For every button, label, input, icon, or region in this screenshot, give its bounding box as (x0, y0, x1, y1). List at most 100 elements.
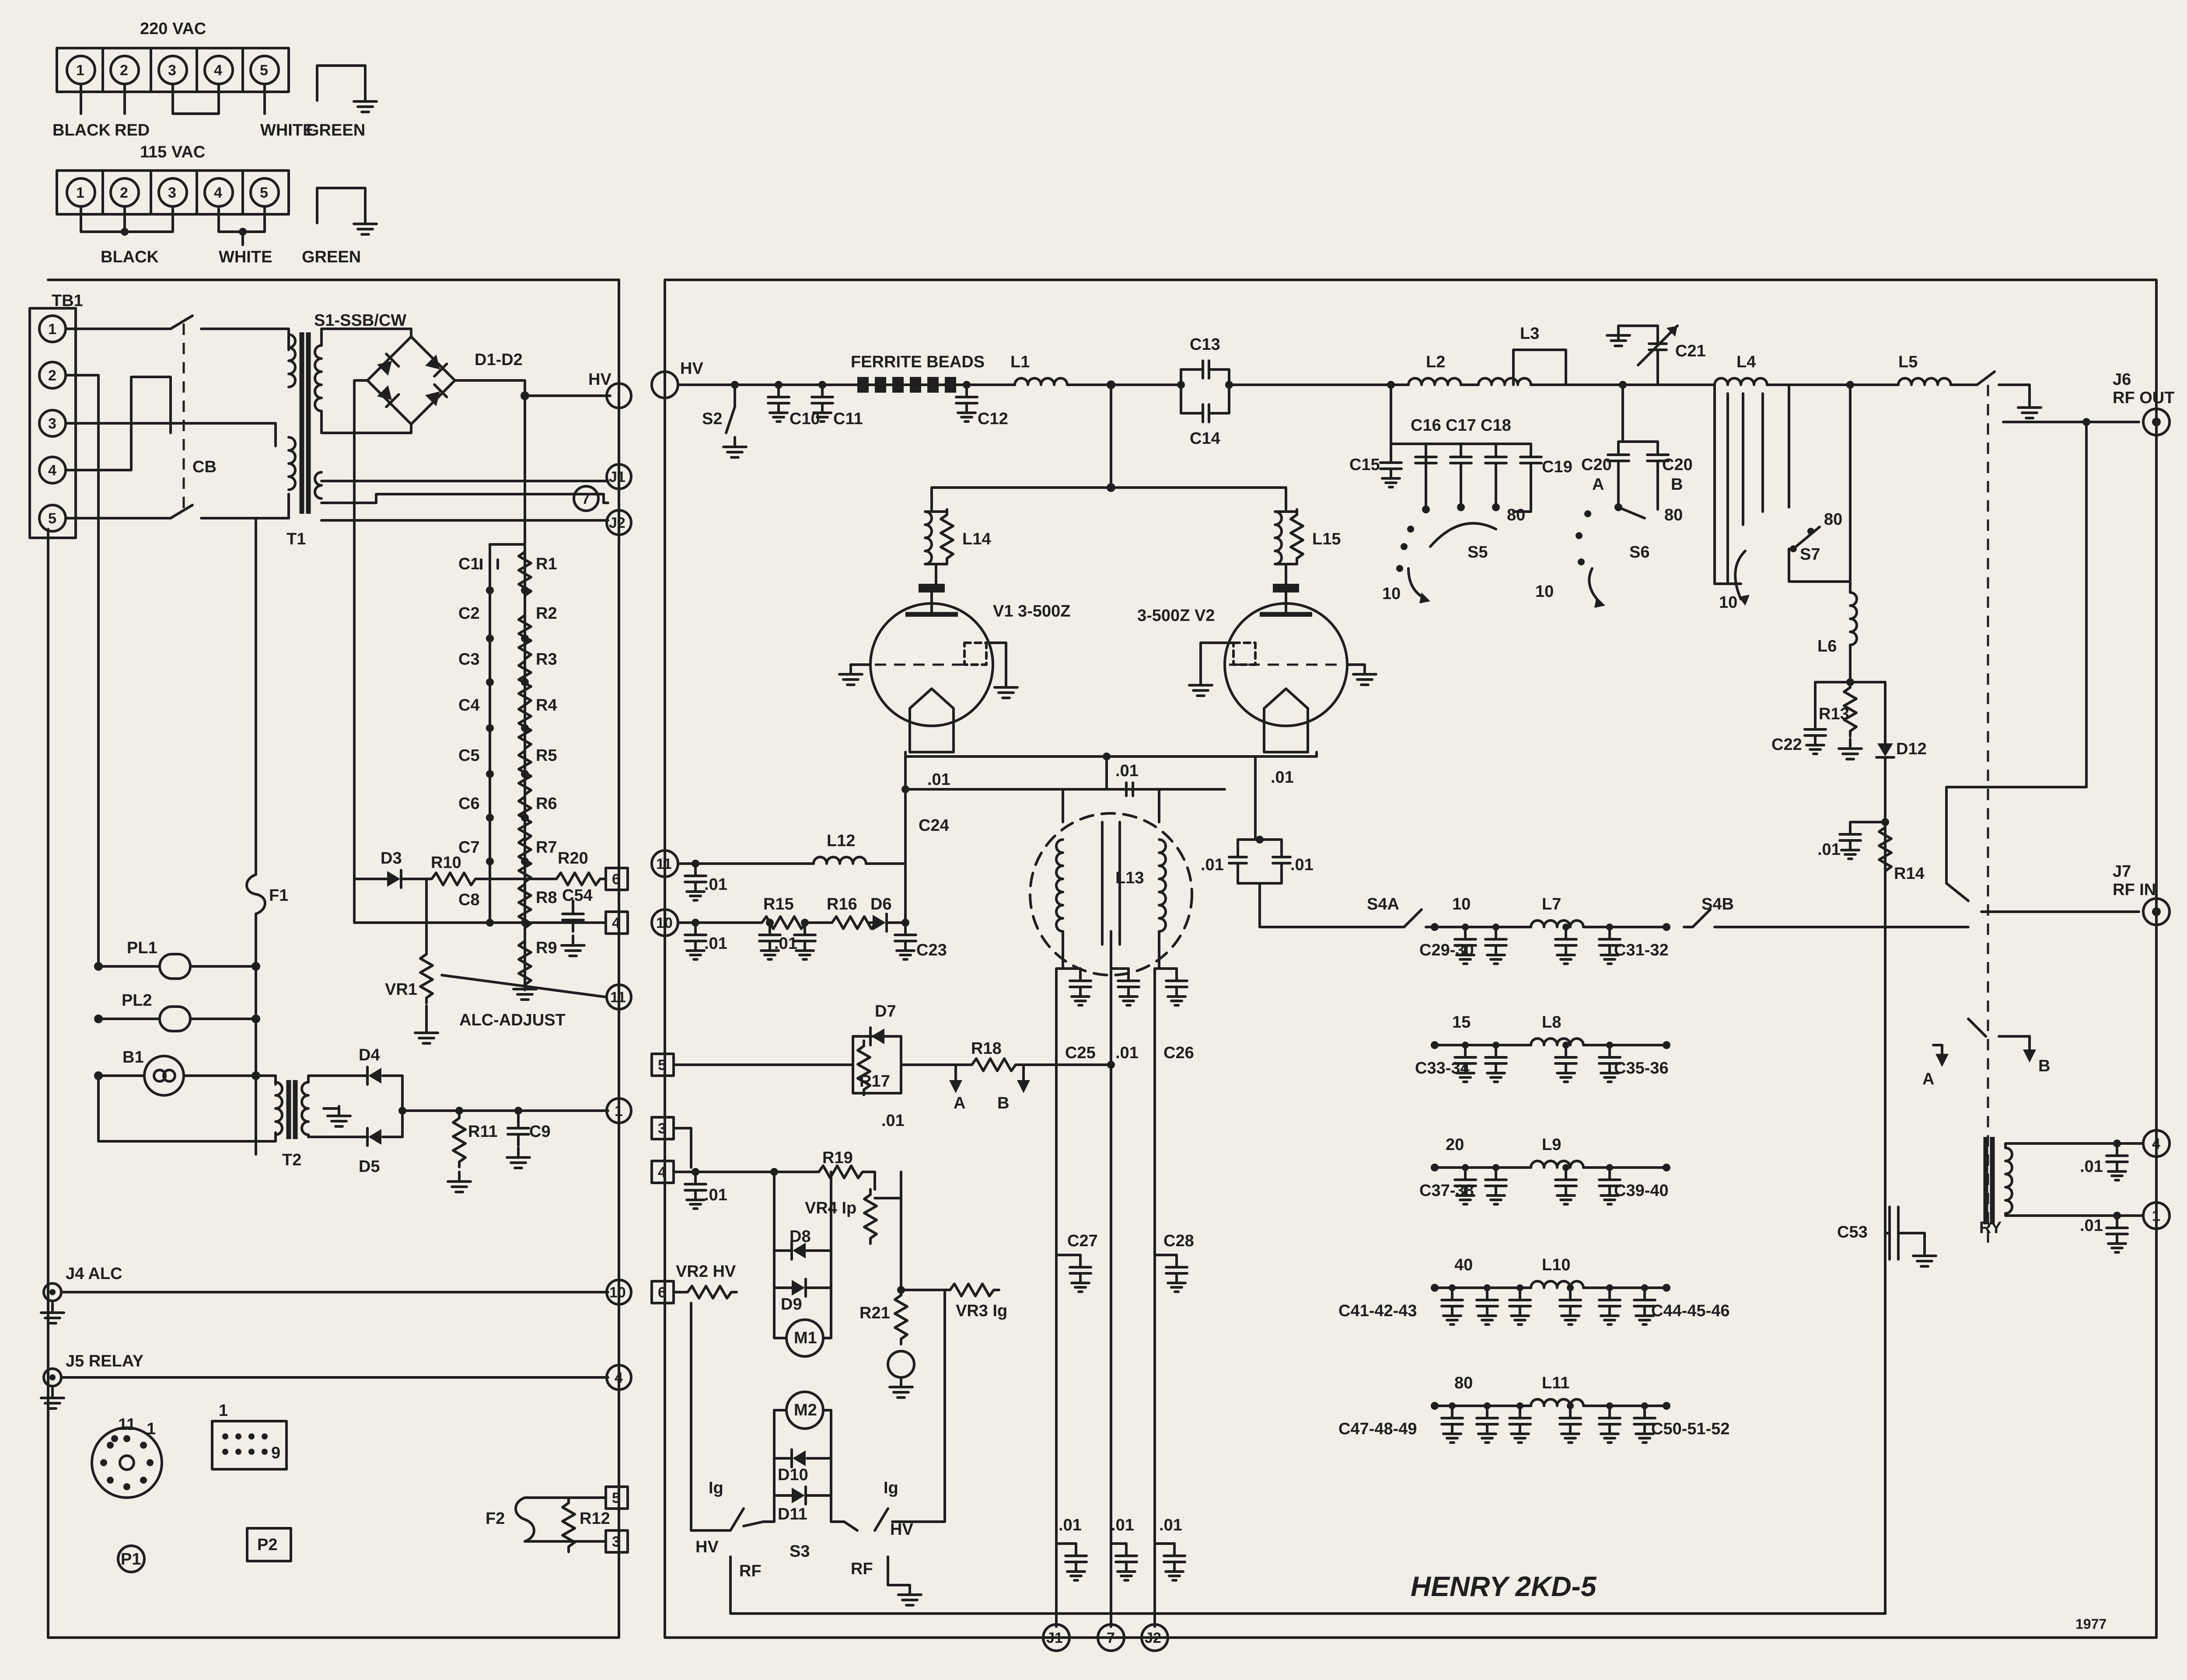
tb1-terminals: 1 2 3 4 5 (38, 314, 67, 533)
cap-01: .01 (1111, 1516, 1134, 1534)
filter-right-caps: C39-40 (1614, 1182, 1669, 1200)
tb1-term: 1 (48, 321, 56, 338)
hv-label-s3b: HV (890, 1520, 913, 1539)
terminal-j2-bottom: J2 (1145, 1630, 1161, 1646)
d7-label: D7 (875, 1002, 896, 1021)
s4b-label: S4B (1701, 895, 1734, 913)
divider-chain: C1 C2 C3 C4 C5 C6 C7 C8 R1 R2 R3 R4 R5 R… (458, 543, 557, 990)
filter-left-caps: C41-42-43 (1338, 1302, 1417, 1320)
j5-label: J5 RELAY (66, 1352, 143, 1370)
cap-01: .01 (927, 770, 950, 789)
bridge-label: D1-D2 (475, 351, 523, 369)
r12-label: R12 (580, 1509, 610, 1528)
cap-01: .01 (1059, 1516, 1082, 1534)
r20-label: R20 (558, 849, 588, 868)
r10-label: R10 (431, 854, 461, 872)
l13-label: L13 (1115, 869, 1144, 887)
mains-220vac: 220 VAC 1 2 3 4 5 BLACK RED WHITE GREEN (52, 20, 377, 139)
pin: 5 (260, 62, 268, 79)
cap-01: .01 (1201, 856, 1224, 874)
filter-right-caps: C44-45-46 (1651, 1302, 1730, 1320)
m1-label: M1 (794, 1329, 817, 1347)
cap-01: .01 (881, 1112, 905, 1130)
cap-label: C6 (458, 795, 480, 813)
filter-coil: L11 (1542, 1374, 1569, 1392)
d9-label: D9 (781, 1295, 802, 1314)
ground-icon (514, 979, 536, 1000)
wire-green-115: GREEN (302, 248, 361, 266)
cap-01: .01 (1817, 840, 1841, 859)
p1-label: P1 (121, 1550, 141, 1568)
terminal-j1: J1 (609, 469, 625, 485)
ferrite-label: FERRITE BEADS (851, 353, 985, 371)
terminal-11-rf: 11 (656, 856, 672, 872)
d8-label: D8 (790, 1227, 811, 1246)
cap-label: C5 (458, 746, 480, 765)
b-label: B (997, 1094, 1009, 1112)
terminal-4b: 4 (615, 1370, 623, 1386)
l5-label: L5 (1898, 353, 1918, 371)
r13-label: R13 (1819, 705, 1849, 723)
cap-01: .01 (704, 1186, 727, 1204)
res-label: R9 (536, 939, 557, 957)
c20-b: B (1671, 475, 1683, 494)
mains-115-title: 115 VAC (140, 143, 205, 161)
cap-01: .01 (1115, 762, 1139, 780)
hv-terminal (605, 382, 632, 409)
t2-label: T2 (282, 1151, 301, 1169)
ferrite-beads (856, 377, 964, 393)
d10-label: D10 (778, 1466, 808, 1484)
c21-label: C21 (1675, 342, 1706, 360)
v1-label: V1 3-500Z (993, 602, 1070, 620)
cap-label: C7 (458, 838, 480, 857)
d4-label: D4 (359, 1046, 380, 1064)
filter-band: 80 (1454, 1374, 1473, 1392)
filter-band: 20 (1446, 1136, 1464, 1154)
terminal-4-right: 4 (2152, 1136, 2160, 1152)
res-label: R7 (536, 838, 557, 857)
schematic-date: 1977 (2075, 1616, 2107, 1632)
wire-black: BLACK (52, 121, 111, 139)
pin: 2 (120, 185, 128, 201)
pin: 1 (76, 62, 84, 79)
s7-label: S7 (1800, 545, 1820, 564)
c23-label: C23 (916, 941, 947, 959)
c22-label: C22 (1771, 735, 1802, 754)
rf-deck-section: HV FERRITE BEADS L1 S2 C10 C11 C12 (650, 279, 2174, 1652)
schematic-title: HENRY 2KD-5 (1411, 1571, 1597, 1602)
tb1-term: 3 (48, 415, 56, 432)
alc-adjust-label: ALC-ADJUST (459, 1011, 566, 1029)
cap-01: .01 (1115, 1044, 1139, 1062)
filter-left-caps: C33-34 (1415, 1059, 1470, 1077)
cap-01: .01 (1290, 856, 1314, 874)
ground-icon (562, 936, 584, 956)
p1-pin-label: 1 (147, 1420, 156, 1438)
c24-label: C24 (919, 816, 949, 835)
res-label: R4 (536, 696, 557, 715)
ground-icon (354, 92, 377, 112)
res-label: R3 (536, 650, 557, 669)
terminal-10: 10 (609, 1284, 626, 1301)
c13-label: C13 (1190, 335, 1220, 354)
l1-label: L1 (1010, 353, 1030, 371)
cap-label: C3 (458, 650, 480, 669)
l3-label: L3 (1520, 324, 1539, 343)
hv-label-s3: HV (695, 1538, 719, 1556)
p1-plug-icon: 11 1 P1 (91, 1415, 163, 1573)
p2-plug-icon: 1 9 P2 (211, 1401, 292, 1562)
c20b-label: C20 (1662, 456, 1693, 474)
c54-label: C54 (562, 886, 593, 905)
power-supply-section: TB1 1 2 3 4 5 CB T1 (28, 279, 632, 1639)
d6-label: D6 (870, 895, 892, 913)
rf-label-s3b: RF (851, 1560, 873, 1578)
r21-label: R21 (859, 1304, 890, 1322)
r15-label: R15 (763, 895, 794, 913)
wire-black-115: BLACK (101, 248, 159, 266)
t1-label: T1 (286, 530, 306, 548)
tb1-term: 4 (48, 462, 56, 479)
rf-hv-label: HV (680, 359, 703, 378)
l15-label: L15 (1312, 530, 1341, 548)
